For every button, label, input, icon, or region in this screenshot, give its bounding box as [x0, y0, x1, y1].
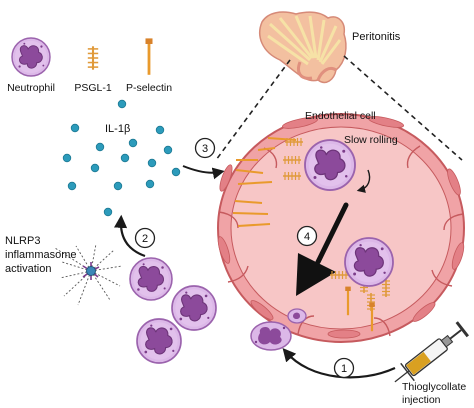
transmigrating-neutrophil [250, 308, 307, 351]
legend-psgl1-label: PSGL-1 [74, 82, 112, 94]
il1b-dot-icon [67, 181, 77, 191]
thioglycollate-label-line2: injection [402, 394, 441, 406]
svg-text:3: 3 [202, 143, 208, 155]
thioglycollate-label-line1: Thioglycollate [402, 381, 466, 393]
svg-text:4: 4 [304, 231, 310, 243]
peritoneum-icon [259, 11, 347, 84]
il1b-dot-icon [70, 123, 80, 133]
il1b-cloud [62, 99, 181, 217]
il1b-dot-icon [145, 179, 155, 189]
slow-rolling-neutrophil [304, 139, 356, 191]
step-2-arrow [113, 214, 146, 258]
legend-neutrophil-label: Neutrophil [7, 82, 55, 94]
il1b-dot-icon [120, 153, 130, 163]
step-1-marker: 1 [333, 357, 355, 379]
peritonitis-label: Peritonitis [352, 31, 401, 43]
neutrophil-icon [11, 37, 51, 77]
endothelial-cell-label: Endothelial cell [305, 110, 376, 122]
svg-text:1: 1 [341, 363, 347, 375]
il1b-dot-icon [128, 138, 138, 148]
neutrophil [171, 285, 217, 331]
neutrophil [129, 257, 173, 301]
il1b-dot-icon [155, 125, 165, 135]
step-1-arrow [282, 347, 396, 379]
step-4-arrow [296, 202, 349, 296]
pselectin-icon [144, 37, 154, 77]
step-3-arrow [182, 165, 225, 180]
svg-text:2: 2 [142, 233, 148, 245]
il1b-dot-icon [103, 207, 113, 217]
step-3-marker: 3 [194, 137, 216, 159]
blood-vessel [217, 113, 465, 343]
nlrp3-label-line3: activation [5, 263, 51, 275]
il1b-dot-icon [163, 145, 173, 155]
il1b-dot-icon [62, 153, 72, 163]
legend: Neutrophil PSGL-1 P-selectin [7, 37, 172, 94]
pselectin-group-left [232, 137, 297, 227]
il1b-dot-icon [117, 99, 127, 109]
adhering-neutrophil [344, 237, 394, 287]
il1b-dot-icon [113, 181, 123, 191]
step-4-marker: 4 [296, 225, 318, 247]
slow-rolling-label: Slow rolling [344, 134, 398, 146]
inflammasome-icon [54, 243, 123, 306]
rolling-arrow [356, 169, 371, 193]
step-2-marker: 2 [134, 227, 156, 249]
nlrp3-label-line1: NLRP3 [5, 235, 40, 247]
il1b-dot-icon [90, 163, 100, 173]
il1b-label: IL-1β [105, 123, 130, 135]
il1b-dot-icon [95, 142, 105, 152]
zoom-line-left [215, 59, 291, 161]
legend-pselectin-label: P-selectin [126, 82, 172, 94]
neutrophil [136, 318, 182, 364]
il1b-dot-icon [147, 158, 157, 168]
nlrp3-label-line2: inflammasome [5, 249, 77, 261]
psgl1-icon [86, 45, 100, 71]
il1b-dot-icon [171, 167, 181, 177]
syringe-icon [394, 321, 470, 383]
